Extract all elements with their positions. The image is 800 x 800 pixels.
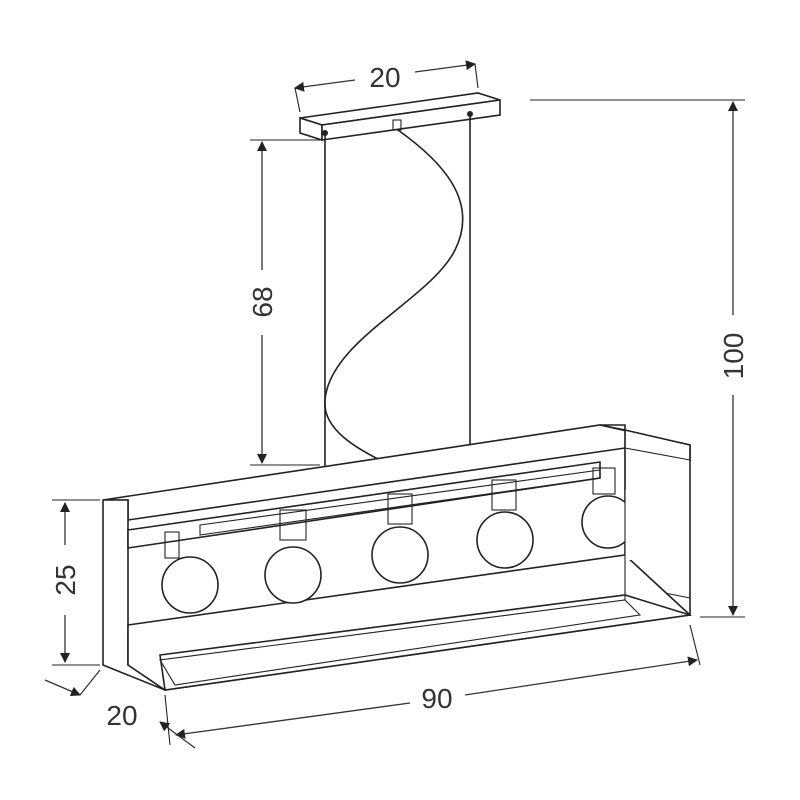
ceiling-canopy	[299, 92, 501, 142]
power-cable	[324, 129, 464, 461]
bulbs	[161, 430, 637, 614]
bulb	[581, 430, 637, 600]
shade-depth-label: 20	[106, 700, 137, 731]
total-height-label: 100	[718, 333, 749, 380]
bulb	[161, 531, 219, 614]
cable-length-label: 68	[247, 286, 278, 317]
bulb	[264, 509, 322, 604]
shade-length-label: 90	[421, 683, 452, 714]
dimension-canopy-width: 20	[294, 60, 479, 113]
shade-height-label: 25	[50, 564, 81, 595]
dimension-shade-length: 90	[164, 624, 701, 746]
bulb	[371, 493, 429, 584]
lamp-frame	[102, 424, 692, 691]
dimension-total-height: 100	[530, 99, 749, 618]
canopy-width-label: 20	[369, 62, 400, 93]
suspension-wires	[324, 116, 471, 466]
dimension-shade-height: 25	[50, 499, 100, 666]
dimension-cable-length: 68	[247, 139, 320, 466]
bulb	[476, 479, 534, 569]
dimension-shade-depth: 20	[44, 669, 196, 749]
